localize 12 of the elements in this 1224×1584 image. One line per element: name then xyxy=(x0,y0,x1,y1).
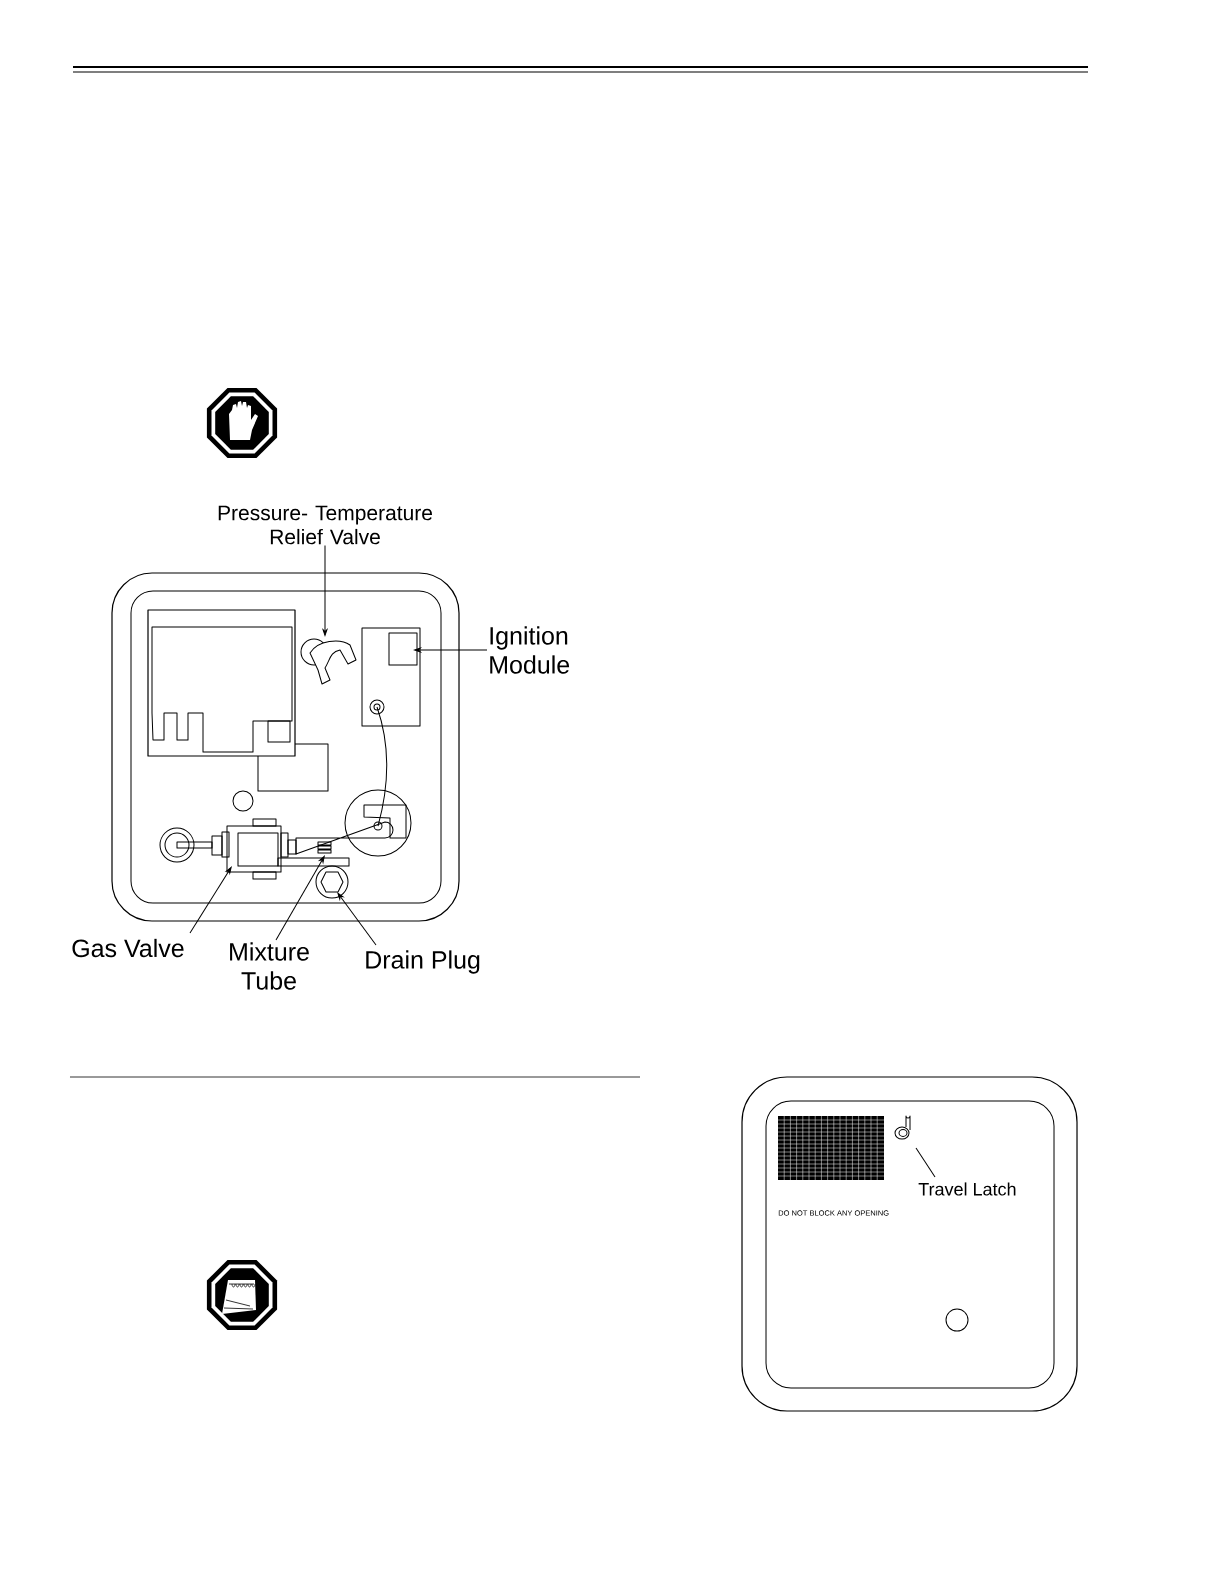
callout-label: Travel Latch xyxy=(918,1182,1016,1196)
callout-label: Gas Valve xyxy=(72,938,184,958)
callout-label: Ignition Module xyxy=(490,626,570,674)
leader-arrow xyxy=(189,866,232,934)
callout-label: Pressure- Temperature Relief Valve xyxy=(218,505,432,545)
callout-label: Mixture Tube xyxy=(230,942,309,990)
leader-line xyxy=(915,1147,936,1178)
leader-arrow xyxy=(322,545,328,636)
leader-arrow xyxy=(414,647,488,653)
leader-arrow xyxy=(337,892,377,946)
leader-arrow xyxy=(275,855,325,941)
callout-label: Drain Plug xyxy=(366,950,480,974)
